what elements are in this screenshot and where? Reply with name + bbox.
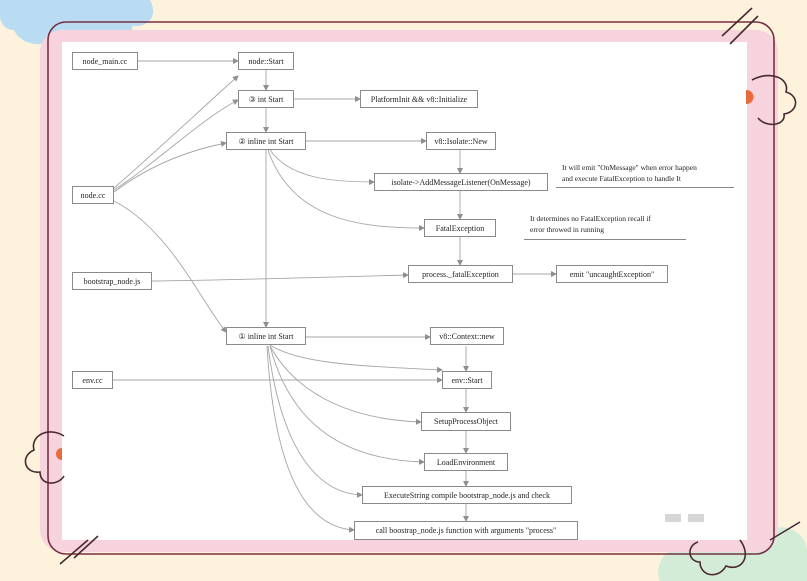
placeholder-icon-a bbox=[665, 514, 681, 522]
fatal-exception-box: FatalException bbox=[424, 219, 496, 237]
placeholder-icon-b bbox=[688, 514, 704, 522]
process-fatal-exception-box: process._fatalException bbox=[408, 265, 513, 283]
int-start-3-box: ③ int Start bbox=[238, 90, 294, 108]
edge-nodecc-inline2 bbox=[113, 141, 227, 193]
add-message-listener-box: isolate->AddMessageListener(OnMessage) bbox=[374, 173, 548, 191]
v8-isolate-new-box: v8::Isolate::New bbox=[426, 132, 496, 150]
call-bootstrap-box: call boostrap_node.js function with argu… bbox=[354, 521, 578, 540]
fatal-note: It determines no FatalException recall i… bbox=[530, 214, 651, 234]
left-flower-doodle bbox=[24, 431, 65, 484]
top-right-flower-doodle bbox=[721, 7, 797, 126]
edge-inline1-setup bbox=[269, 345, 422, 425]
on-message-note-underline bbox=[556, 187, 734, 188]
setup-process-object-box: SetupProcessObject bbox=[421, 412, 511, 431]
orange-dot-right bbox=[746, 90, 754, 104]
edge-inline1-execute bbox=[267, 345, 363, 498]
bootstrap-node-js-box: bootstrap_node.js bbox=[72, 272, 152, 290]
inline-start-1-box: ① inline int Start bbox=[226, 327, 306, 345]
platform-init-box: PlatformInit && v8::Initialize bbox=[360, 90, 478, 108]
on-message-note: It will emit "OnMessage" when error happ… bbox=[562, 163, 697, 183]
orange-dot-left bbox=[56, 448, 62, 460]
maroon-frame-border bbox=[47, 21, 775, 555]
bottom-left-line-doodle bbox=[59, 535, 99, 565]
bottom-right-flower-doodle bbox=[689, 521, 801, 576]
edge-bootstrap-process bbox=[151, 272, 409, 282]
edge-inline2-listener bbox=[269, 149, 375, 185]
edge-inline1-call bbox=[266, 345, 355, 533]
env-cc-box: env.cc bbox=[72, 371, 113, 389]
node-cc-box: node.cc bbox=[72, 186, 114, 204]
inline-start-2-box: ② inline int Start bbox=[226, 132, 306, 150]
fatal-note-underline bbox=[524, 239, 686, 240]
edge-nodecc-inline1 bbox=[113, 200, 227, 333]
load-environment-box: LoadEnvironment bbox=[424, 453, 508, 471]
emit-uncaught-box: emit "uncaughtException" bbox=[556, 265, 668, 283]
edge-nodecc-start bbox=[113, 75, 239, 189]
node-start-box: node::Start bbox=[238, 52, 294, 70]
env-start-box: env::Start bbox=[442, 371, 492, 389]
v8-context-new-box: v8::Context::new bbox=[430, 327, 504, 345]
edge-inline1-load bbox=[269, 345, 425, 465]
execute-string-box: ExecuteString compile bootstrap_node.js … bbox=[362, 486, 572, 504]
node-main-cc-box: node_main.cc bbox=[72, 52, 138, 70]
edge-nodecc-int3 bbox=[113, 99, 239, 191]
edge-inline1-envstart bbox=[269, 344, 443, 373]
white-panel bbox=[62, 42, 747, 540]
edge-inline2-fatal bbox=[267, 149, 425, 231]
